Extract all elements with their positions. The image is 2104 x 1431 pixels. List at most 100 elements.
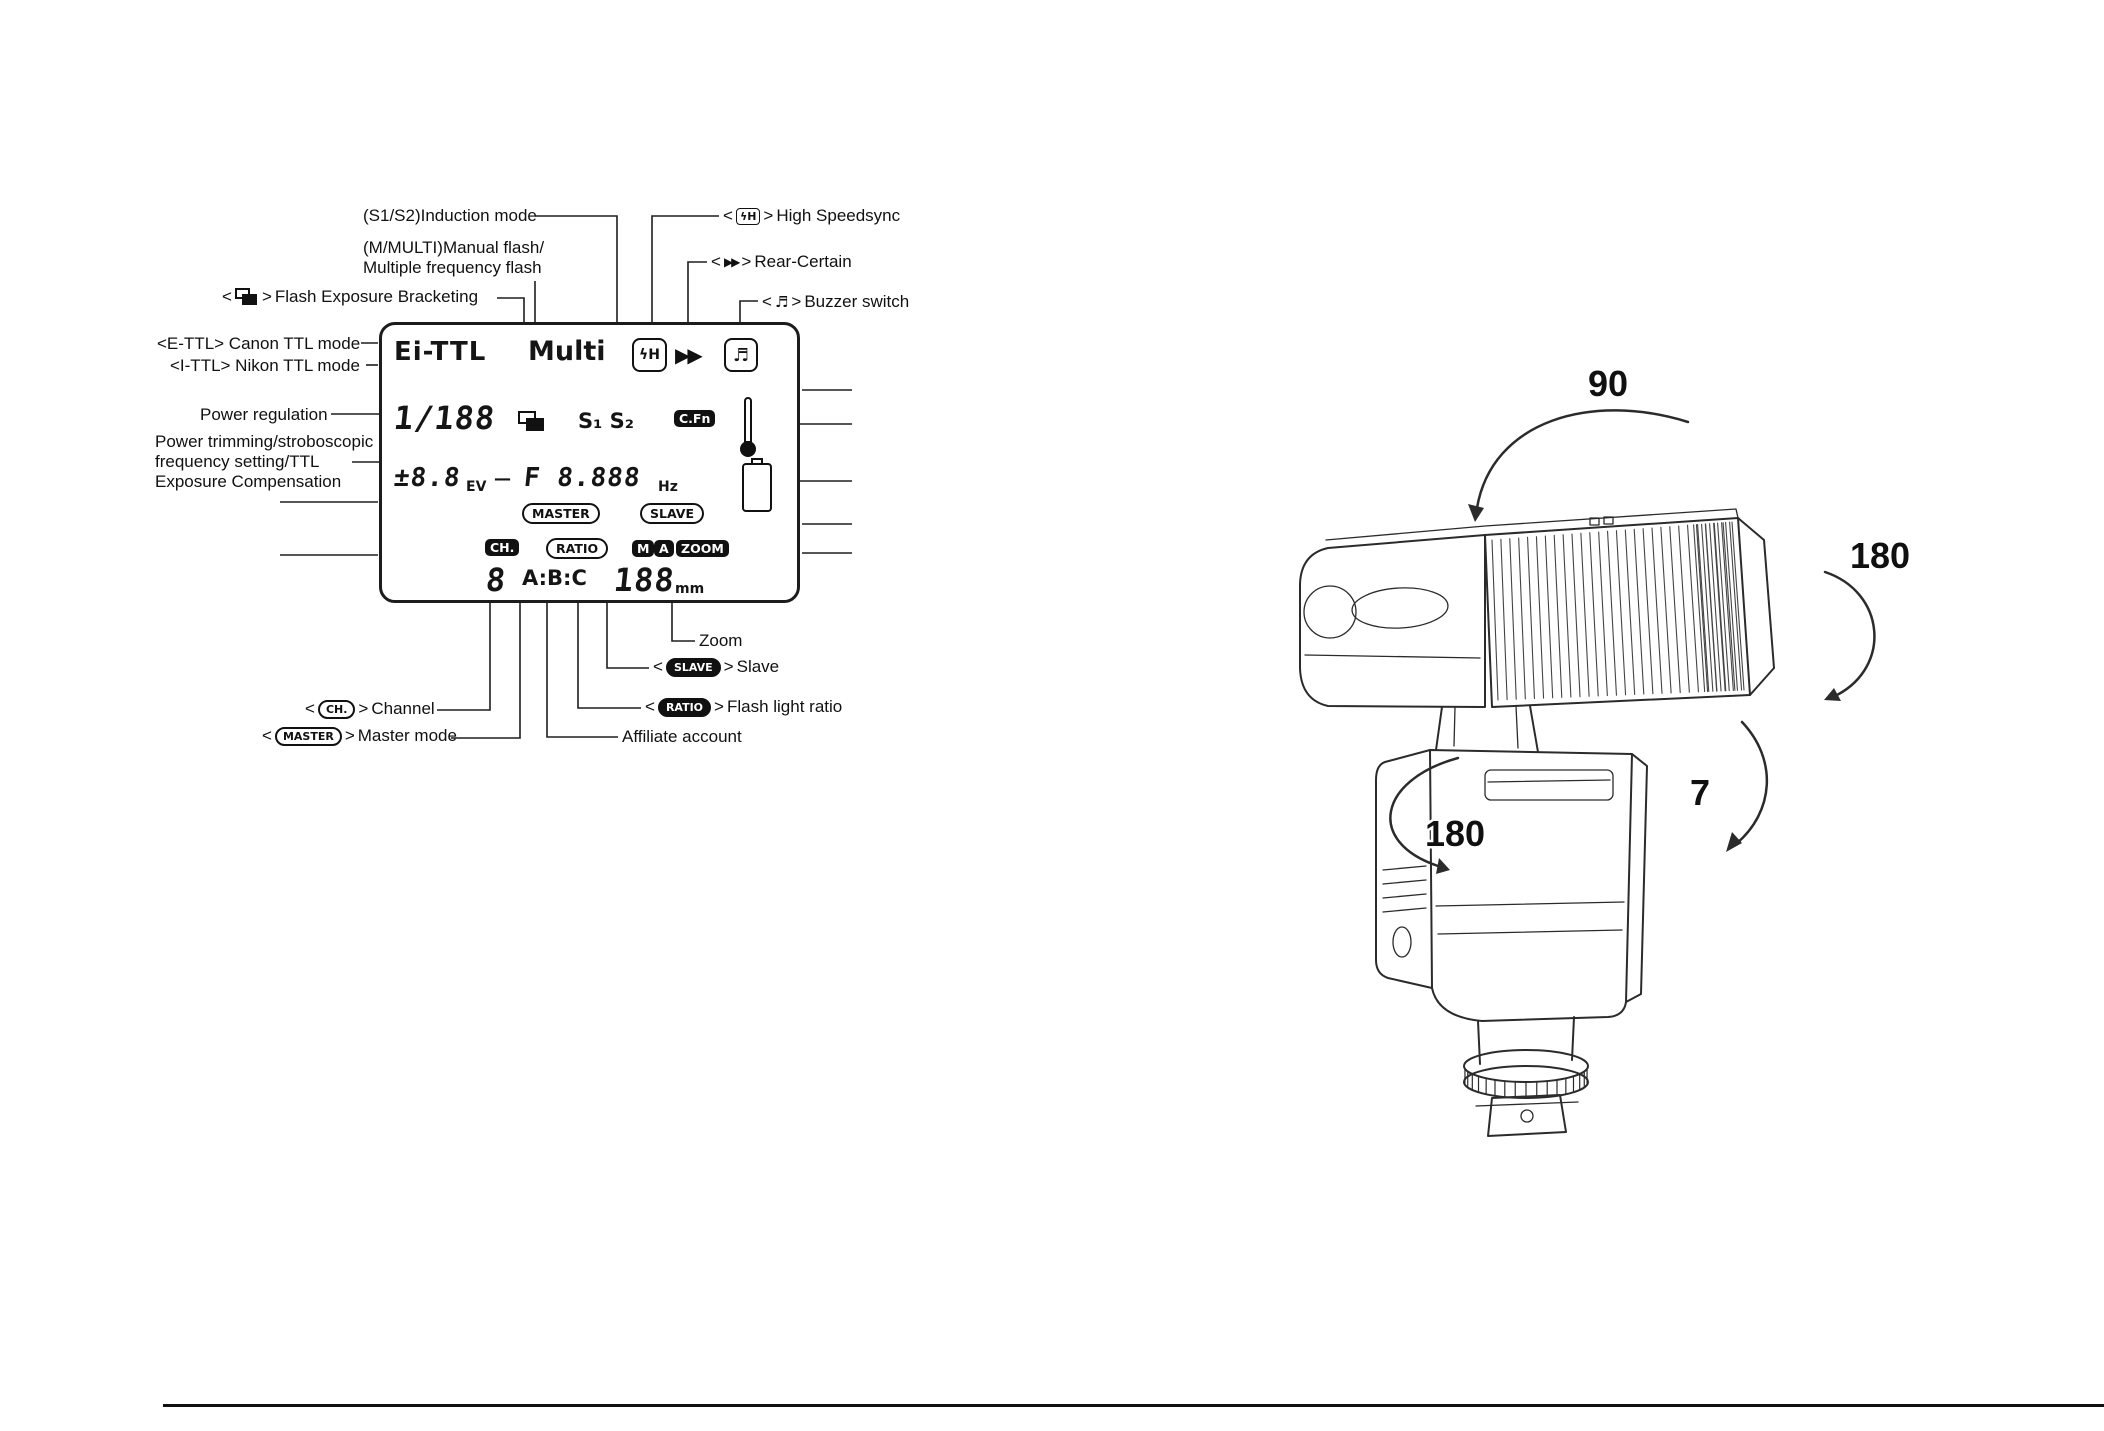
master-indicator: MASTER: [522, 503, 600, 524]
feb-front-rect: [526, 418, 544, 431]
label-feb: < > Flash Exposure Bracketing: [222, 287, 478, 307]
head-side-slot: [1351, 587, 1449, 629]
angle-open: <: [305, 699, 315, 718]
affiliate-text: Affiliate account: [622, 727, 742, 746]
head-top-tick-2: [1603, 516, 1614, 525]
lcd-panel: Ei-TTL Multi ϟH ▶▶ ♬ 1/188 S₁ S₂ C.Fn ±8…: [379, 322, 800, 603]
channel-digit-seg: 8: [484, 561, 509, 599]
lcd-ettl-mode: Ei-TTL: [394, 337, 487, 367]
feb-text: Flash Exposure Bracketing: [274, 287, 479, 306]
thermometer-stem: [744, 397, 752, 443]
label-slave: < SLAVE > Slave: [653, 657, 779, 677]
rear-curtain-icon: ▶▶: [675, 343, 703, 367]
angle-open: <: [723, 206, 733, 225]
arrow-swivel-left: [1389, 756, 1460, 868]
manual-zoom-badge: M: [632, 540, 655, 557]
head-right-depth: [1737, 517, 1775, 696]
label-flash-light-ratio: < RATIO > Flash light ratio: [645, 697, 842, 717]
rear-text: Rear-Certain: [754, 252, 852, 271]
frequency-digits: F 8.888: [522, 463, 643, 493]
foot-column-left: [1477, 1020, 1481, 1065]
af-assist-window: [1484, 769, 1614, 801]
high-speed-text: High Speedsync: [776, 206, 901, 225]
ev-value: ±8.8: [392, 463, 462, 493]
hs-label-glyph: ϟH: [735, 207, 761, 225]
slave-label-glyph: SLAVE: [665, 657, 721, 677]
label-buzzer: < ♬ > Buzzer switch: [762, 292, 909, 312]
body-rib-1: [1435, 901, 1625, 907]
flash-unit-drawing: 90 180 7 180: [1299, 361, 1913, 1137]
channel-digit: 8: [484, 561, 509, 599]
head-side-face: [1299, 534, 1486, 708]
leader-lines: [280, 215, 852, 739]
rotation-arrows: [1389, 409, 1876, 874]
body-rib-2: [1437, 929, 1623, 935]
channel-text: Channel: [371, 699, 435, 718]
leader-affiliate: [546, 595, 618, 738]
angle-close: >: [358, 699, 369, 718]
door-rib-1: [1382, 865, 1427, 871]
label-affiliate-account: Affiliate account: [622, 727, 742, 747]
arrowhead-180-right: [1824, 688, 1841, 701]
hot-shoe: [1487, 1094, 1567, 1137]
label-high-speed-sync: < ϟH > High Speedsync: [723, 206, 900, 226]
label-power-trimming: Power trimming/stroboscopic frequency se…: [155, 432, 373, 492]
leader-ratio: [577, 559, 641, 709]
leader-zoom: [671, 601, 695, 642]
induction-text: (S1/S2)Induction mode: [363, 206, 537, 225]
high-speed-sync-icon: ϟH: [632, 338, 667, 372]
power-trimming-line1: Power trimming/stroboscopic: [155, 432, 374, 451]
rear-label-glyph: ▶▶: [723, 255, 741, 269]
slave-indicator: SLAVE: [640, 503, 705, 524]
s1-s2-modes: S₁ S₂: [578, 409, 634, 433]
ratio-groups: A:B:C: [522, 566, 587, 590]
leader-high-speed: [651, 215, 719, 331]
arrowhead-90: [1468, 504, 1484, 522]
flash-foot: [1463, 1016, 1589, 1137]
buzzer-label-glyph: ♬: [774, 293, 789, 311]
zoom-text: Zoom: [699, 631, 743, 650]
zoom-value-digits: 188: [612, 561, 677, 599]
label-master-mode: < MASTER > Master mode: [262, 726, 457, 746]
manual-flash-line1: (M/MULTI)Manual flash/: [363, 238, 545, 257]
door-rib-3: [1382, 893, 1427, 899]
door-latch: [1392, 926, 1412, 958]
label-induction-mode: (S1/S2)Induction mode: [363, 206, 537, 226]
angle-90: 90: [1588, 363, 1628, 404]
arrow-swivel-right: [1823, 570, 1876, 697]
angle-close: >: [763, 206, 774, 225]
channel-badge: CH.: [485, 539, 520, 556]
ev-unit: EV: [466, 479, 487, 495]
door-rib-4: [1382, 907, 1427, 913]
ratio-label-glyph: RATIO: [657, 697, 712, 717]
angle-180-left: 180: [1425, 813, 1485, 854]
frequency-value: F 8.888: [522, 463, 643, 493]
zoom-unit: mm: [675, 581, 705, 597]
battery-icon: [742, 458, 772, 512]
slave-text: Slave: [736, 657, 780, 676]
flash-neck: [1435, 705, 1539, 753]
label-rear-curtain: < ▶▶ > Rear-Certain: [711, 252, 852, 272]
angle-open: <: [262, 726, 272, 745]
label-canon-ttl: <E-TTL> Canon TTL mode: [157, 334, 360, 354]
label-manual-flash: (M/MULTI)Manual flash/ Multiple frequenc…: [363, 238, 544, 278]
angle-close: >: [344, 726, 355, 745]
label-nikon-ttl: <I-TTL> Nikon TTL mode: [170, 356, 360, 376]
angle-close: >: [261, 287, 272, 306]
thermometer-icon: [740, 397, 756, 457]
nikon-ttl-text: <I-TTL> Nikon TTL mode: [170, 356, 360, 375]
door-rib-2: [1382, 879, 1427, 885]
power-value-digits: 1/188: [392, 399, 498, 437]
angle-open: <: [762, 292, 772, 311]
mount-wheel-knurl: [1464, 1068, 1588, 1099]
foot-column-right: [1571, 1016, 1575, 1061]
lens-hatch: [1491, 521, 1745, 701]
feb-label-front: [241, 293, 257, 305]
angle-7: 7: [1690, 772, 1710, 813]
flash-head: [1299, 508, 1775, 708]
feb-label-icon: [234, 287, 259, 307]
leader-channel: [437, 599, 491, 711]
arrowhead-180-left: [1436, 858, 1450, 874]
